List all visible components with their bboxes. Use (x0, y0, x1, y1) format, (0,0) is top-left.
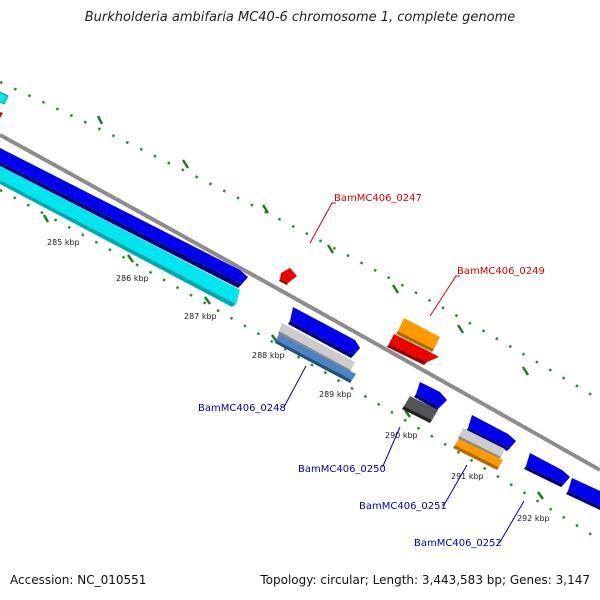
gene-labels: BamMC406_0247 BamMC406_0249 BamMC406_024… (198, 193, 545, 549)
tick-label: 287 kbp (184, 312, 217, 321)
gene-label-BamMC406_0250[interactable]: BamMC406_0250 (298, 464, 386, 475)
partial-cds-top-left[interactable] (0, 91, 9, 118)
gene-label-BamMC406_0251[interactable]: BamMC406_0251 (359, 501, 447, 512)
genome-summary-text: Topology: circular; Length: 3,443,583 bp… (260, 573, 590, 587)
tick-label: 291 kbp (451, 472, 484, 481)
inner-dotted-ring (0, 188, 600, 542)
tick-label: 290 kbp (385, 431, 418, 440)
cds-forward-long-blue[interactable] (0, 148, 248, 288)
cds-cluster-0249[interactable] (387, 318, 440, 365)
cds-long-cyan[interactable] (0, 166, 240, 307)
gene-label-BamMC406_0249[interactable]: BamMC406_0249 (457, 266, 545, 277)
tick-label: 285 kbp (47, 238, 80, 247)
cds-cluster-0252[interactable] (524, 453, 600, 510)
gene-label-BamMC406_0248[interactable]: BamMC406_0248 (198, 403, 286, 414)
gene-label-BamMC406_0247[interactable]: BamMC406_0247 (334, 193, 422, 204)
tick-label: 292 kbp (517, 514, 550, 523)
scale-tick-labels: 285 kbp 286 kbp 287 kbp 288 kbp 289 kbp … (47, 238, 550, 523)
map-title: Burkholderia ambifaria MC40-6 chromosome… (84, 10, 516, 25)
cds-cluster-0248[interactable] (275, 307, 360, 383)
accession-text: Accession: NC_010551 (10, 573, 147, 587)
gene-label-BamMC406_0252[interactable]: BamMC406_0252 (414, 538, 502, 549)
cds-BamMC406_0247[interactable] (279, 268, 297, 285)
tick-label: 289 kbp (319, 390, 352, 399)
cds-cluster-0251[interactable] (453, 415, 516, 470)
tick-label: 288 kbp (252, 351, 285, 360)
callout-leaders (282, 202, 525, 543)
tick-label: 286 kbp (116, 274, 149, 283)
genome-backbone (0, 133, 600, 472)
cds-cluster-0250[interactable] (402, 382, 447, 423)
